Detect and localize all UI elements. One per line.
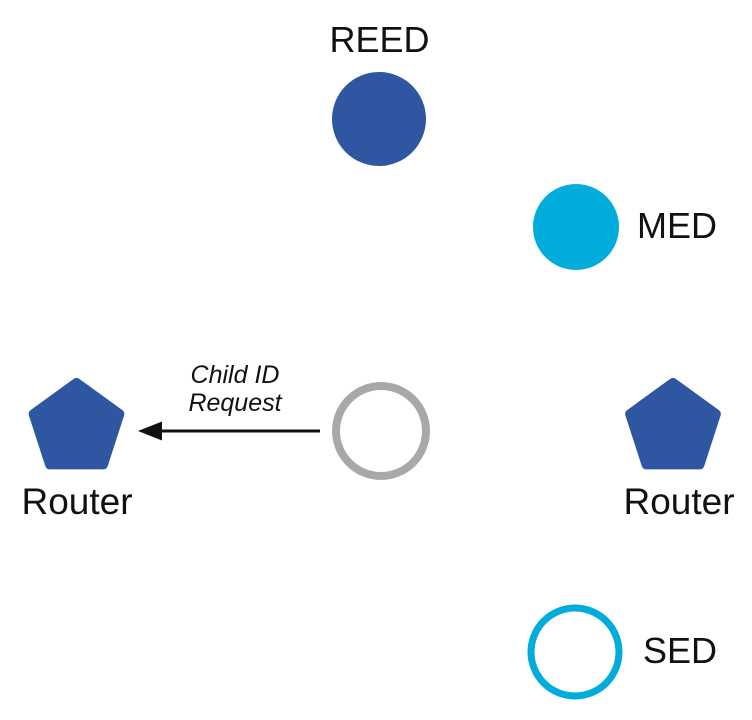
med-node-label: MED — [637, 205, 717, 246]
reed-node-circle — [332, 72, 426, 166]
joining-device-circle — [332, 382, 430, 480]
router-right-label: Router — [623, 481, 735, 522]
reed-node-label: REED — [329, 19, 430, 60]
router-left-pentagon — [28, 378, 125, 470]
message-label-line2: Request — [188, 389, 282, 417]
message-label-line1: Child ID — [190, 361, 280, 389]
sed-node-label: SED — [642, 630, 718, 671]
sed-node-circle — [527, 604, 623, 700]
message-label: Child ID Request — [159, 361, 311, 417]
med-node-circle — [533, 184, 619, 270]
router-right-pentagon — [625, 378, 721, 470]
message-arrowhead-icon — [138, 421, 162, 441]
router-left-label: Router — [21, 481, 133, 522]
